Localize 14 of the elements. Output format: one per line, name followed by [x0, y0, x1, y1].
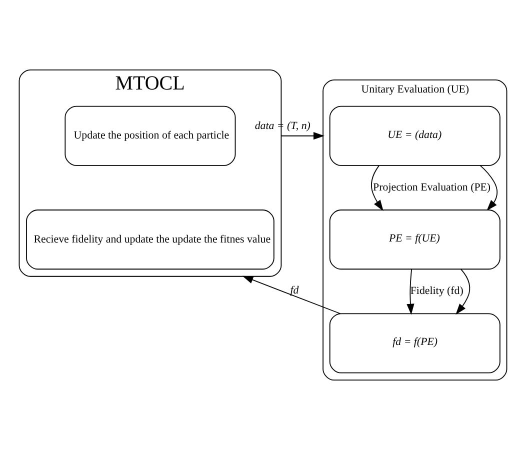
arrow	[280, 132, 324, 140]
node-box: fd = f(PE)	[329, 313, 500, 374]
arrow	[480, 165, 498, 211]
node-box: UE = (data)	[329, 106, 500, 166]
node-box: Update the position of each particle	[64, 106, 236, 166]
arrow	[242, 276, 341, 314]
edge-label: fd	[290, 284, 299, 296]
node-box: PE = f(UE)	[329, 210, 500, 270]
arrow	[371, 165, 384, 211]
arrow	[406, 268, 414, 315]
node-box: Recieve fidelity and update the update the fitnes value	[26, 210, 274, 270]
arrow	[456, 268, 470, 315]
edge-label: Fidelity (fd)	[410, 285, 464, 298]
edge-label: Projection Evaluation (PE)	[373, 182, 491, 194]
